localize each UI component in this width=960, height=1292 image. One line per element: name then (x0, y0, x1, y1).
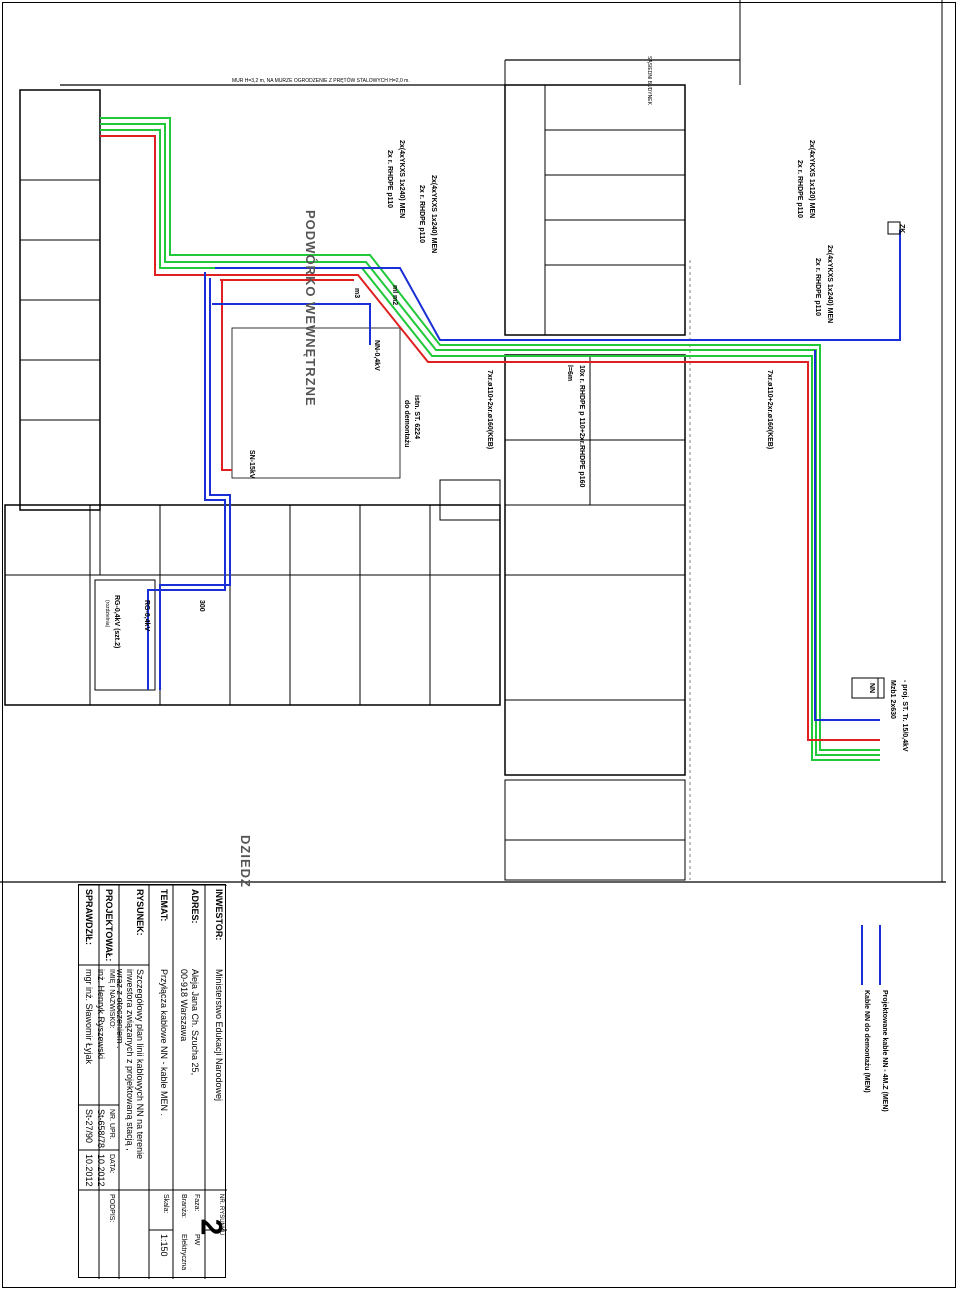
cable-label-3: 2x(4xYKXS 1x240) MEN (826, 245, 833, 324)
cable-label-4: 2x r. RHDPE p110 (814, 258, 821, 316)
address-value-1: Aleja Jana Ch. Szucha 25, (190, 969, 200, 1076)
station-label-2: Mzb1 2x630 (889, 680, 896, 719)
investor-value: Ministerstwo Edukacji Narodowej (214, 969, 224, 1102)
cable-blue-2 (159, 278, 231, 690)
zk-label: ZK (898, 224, 905, 234)
station (851, 221, 901, 699)
mark-300: 300 (198, 600, 205, 612)
drawing-value-3: wraz z otoczeniem . (115, 969, 125, 1049)
courtyard2-label: DZIEDZ (238, 835, 253, 888)
scale-label: Skala: (162, 1194, 169, 1214)
branch-value: Elektryczna (180, 1234, 187, 1271)
checker-name: mgr inż. Sławomir Łyjak (84, 969, 94, 1065)
cable-label-5: 2x(4xYKXS 1x240) MEN (430, 175, 437, 254)
legend-lines (861, 925, 881, 985)
uprawn-header: NR. UPR. (108, 1109, 115, 1140)
stage-value: PW (193, 1234, 200, 1246)
nn04-label: NN-0,4kV (373, 340, 380, 371)
designer-name: inż. Henryk Ryszewski (96, 969, 106, 1060)
checker-date: 10.2012 (84, 1154, 94, 1187)
cables (100, 117, 901, 761)
rg2-label: RG-0,4kV (szt.2) (113, 595, 120, 649)
cable-red-3 (221, 280, 232, 471)
station-label: - proj. ST. Tr. 15/0,4kV (901, 680, 908, 752)
scale-value: 1:150 (159, 1234, 169, 1257)
drawing-number: 2 (194, 1218, 228, 1236)
checker-no: St-27/90 (84, 1109, 94, 1144)
legend-item: Kable NN do demontażu (MEN) (863, 990, 870, 1093)
mark-m3: m3 (353, 288, 360, 299)
pipe-label-1: 7xr.ø110+2xr.ø160(KEB) (486, 370, 493, 450)
designer-no: St-658/78 (96, 1109, 106, 1149)
designed-label: PROJEKTOWAŁ: (104, 889, 114, 962)
drawing-value-1: Szczegółowy plan linii kablowych NN na t… (135, 969, 145, 1160)
name-header: IMIĘ I NAZWISKO: (108, 969, 115, 1029)
demolition-label-2: do demontażu (403, 400, 410, 448)
checked-label: SPRAWDZIŁ: (84, 889, 94, 945)
topic-value: Przyłącza kablowe NN - kable MEN . (159, 969, 169, 1117)
stage-label: Faza: (193, 1194, 200, 1212)
designer-date: 10.2012 (96, 1154, 106, 1187)
cable-blue-3 (212, 303, 371, 345)
rg2-sub: (rozdzielnia) (104, 600, 110, 628)
cable-green-3 (100, 129, 880, 761)
title-block-grid (79, 885, 227, 1279)
legend: Projektowane kable NN - 4M.Z (MEN) Kable… (840, 900, 900, 1140)
branch-label: Branża: (180, 1194, 187, 1219)
cable-label-7: 2x(4xYKXS 1x240) MEN (398, 140, 405, 219)
cable-green-1 (100, 117, 880, 751)
drawing-value-2: inwestora związanych z projektowaną stac… (125, 969, 135, 1151)
cable-red-1 (100, 135, 880, 741)
topic-label: TEMAT: (159, 889, 169, 922)
cable-label-1: 2x(4xYKXS 1x120) MEN (808, 140, 815, 219)
title-block: INWESTOR: Ministerstwo Edukacji Narodowe… (78, 884, 227, 1279)
address-value-2: 00-918 Warszawa (179, 969, 189, 1042)
pipe-label-3: 10x r. RHDPE p 110+2xr.RHDPE p160 (578, 365, 585, 488)
neighbour-label: SĄSIEDNI BUDYNEK (646, 56, 652, 105)
cable-blue-5 (814, 350, 880, 721)
cable-label-2: 2x r. RHDPE p110 (796, 160, 803, 218)
legend-title: Projektowane kable NN - 4M.Z (MEN) (881, 990, 888, 1112)
mark-m2: m2 (391, 295, 398, 306)
address-label: ADRES: (190, 889, 200, 924)
sn15-label: SN-15kV (248, 450, 255, 479)
mark-ml: ml (391, 285, 398, 294)
investor-label: INWESTOR: (214, 889, 224, 941)
building-walls (0, 0, 946, 883)
drawing-label: RYSUNEK: (135, 889, 145, 936)
pipe-label-3b: l=6m (566, 365, 573, 382)
sign-header: PODPIS: (108, 1194, 115, 1223)
courtyard-label: PODWÓRKO WEWNĘTRZNE (303, 210, 318, 407)
cable-label-8: 2x r. RHDPE p110 (386, 150, 393, 208)
nn-label: NN (868, 683, 875, 694)
cable-label-6: 2x r. RHDPE p110 (418, 185, 425, 243)
rg-label: RG-0,4kV (143, 600, 150, 632)
date-header: DATA: (108, 1154, 115, 1174)
cable-blue-4 (215, 230, 901, 341)
wall-note: MUR H=3,2 m, NA MURZE OGRODZENIE Z PRĘTÓ… (232, 78, 410, 84)
cable-blue-1 (147, 272, 226, 690)
demolition-label: istn. ST. 6224 (413, 395, 420, 439)
pipe-label-2: 7xr.ø110+2xr.ø160(KEB) (766, 370, 773, 450)
